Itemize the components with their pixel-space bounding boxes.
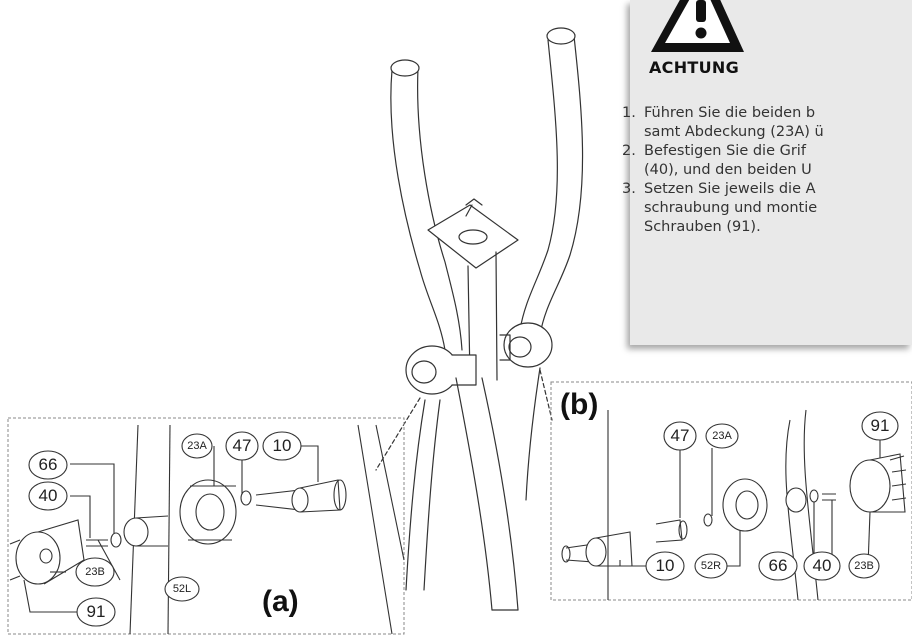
right-handlebar [519, 27, 584, 336]
step-line: Setzen Sie jeweils die A [644, 181, 816, 197]
part-callout: 66 [768, 556, 788, 575]
left-hub [405, 345, 477, 395]
part-callout: 10 [655, 556, 675, 575]
step-line: (40), und den beiden U [644, 162, 812, 178]
step-number: 1. [622, 105, 636, 121]
lower-legs [405, 367, 541, 611]
detail-b-box [550, 381, 912, 601]
part-callout: 47 [232, 436, 252, 455]
part-callout: 23B [854, 560, 874, 572]
step-line: schraubung und montie [644, 200, 818, 216]
step-line: samt Abdeckung (23A) ü [644, 124, 824, 140]
part-callout: 23A [187, 440, 207, 452]
warning-title: ACHTUNG [649, 58, 740, 77]
part-callout: 52L [172, 583, 192, 595]
part-callout: 40 [812, 556, 832, 575]
notice-panel [630, 0, 912, 345]
part-callout: 91 [870, 416, 890, 435]
part-callout: 47 [670, 426, 690, 445]
callout-circles-b [645, 411, 899, 581]
part-callout: 66 [38, 455, 58, 474]
callout-circles-a [28, 431, 302, 627]
part-callout: 52R [700, 560, 722, 572]
detail-b-label: (b) [560, 388, 599, 421]
part-callout: 40 [38, 486, 58, 505]
center-mast [427, 198, 519, 381]
instruction-list: 1. Führen Sie die beiden b samt Abdeckun… [622, 104, 912, 294]
instruction-step-3: 3. Setzen Sie jeweils die A schraubung u… [622, 180, 912, 237]
part-callout: 91 [86, 602, 106, 621]
detail-a-box [7, 417, 405, 635]
left-handlebar [390, 59, 463, 351]
step-number: 2. [622, 143, 636, 159]
instruction-step-2: 2. Befestigen Sie die Grif (40), und den… [622, 142, 912, 180]
part-callout: 23A [712, 430, 732, 442]
step-number: 3. [622, 181, 636, 197]
warning-triangle-icon [651, 0, 744, 52]
instruction-step-1: 1. Führen Sie die beiden b samt Abdeckun… [622, 104, 912, 142]
step-line: Befestigen Sie die Grif [644, 143, 806, 159]
detail-a-label: (a) [262, 585, 299, 618]
step-line: Führen Sie die beiden b [644, 105, 816, 121]
part-callout: 10 [272, 436, 292, 455]
part-callout: 23B [85, 566, 105, 578]
step-line: Schrauben (91). [644, 219, 761, 235]
right-hub [499, 322, 553, 368]
